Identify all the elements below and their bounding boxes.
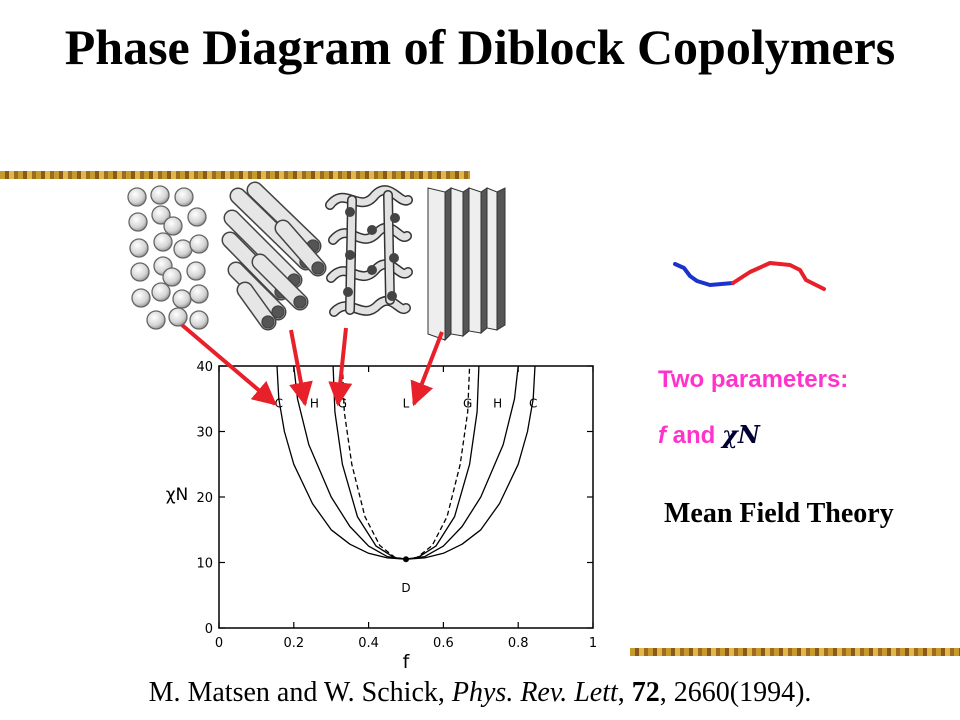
decorative-rule-bottom xyxy=(630,648,960,656)
gyroid-morphology-icon xyxy=(325,185,413,322)
phase-boundaries xyxy=(276,365,536,563)
y-axis-ticks: 0 10 20 30 40 xyxy=(196,360,593,637)
region-label: D xyxy=(401,581,410,595)
citation-authors: M. Matsen and W. Schick, xyxy=(148,677,452,708)
y-tick-label: 30 xyxy=(196,426,213,441)
region-label: C xyxy=(275,396,283,410)
arrow-spheres xyxy=(180,323,277,406)
parameters-heading: Two parameters: xyxy=(658,366,849,393)
decorative-rule-top xyxy=(0,171,470,179)
x-tick-label: 0.6 xyxy=(433,636,454,651)
param-f: f xyxy=(658,422,666,449)
param-n: N xyxy=(737,420,760,449)
phase-boundary-curve xyxy=(405,365,519,560)
region-label: C xyxy=(529,396,537,410)
theory-label: Mean Field Theory xyxy=(664,498,894,529)
x-tick-label: 0.8 xyxy=(508,636,529,651)
phase-boundary-curve xyxy=(341,365,407,560)
spheres-morphology-icon xyxy=(127,185,209,330)
region-label: L xyxy=(403,396,410,410)
x-tick-label: 1 xyxy=(589,636,597,651)
phase-boundary-curve xyxy=(405,365,471,560)
morphology-arrows xyxy=(180,323,444,407)
citation-rest: , 2660(1994). xyxy=(659,677,812,708)
param-and: and xyxy=(672,422,716,449)
region-label: H xyxy=(310,396,319,410)
citation-sep: , xyxy=(617,677,632,708)
region-label: H xyxy=(493,396,502,410)
phase-boundary-curve xyxy=(276,365,407,560)
arrow-lamellae xyxy=(410,331,444,407)
param-chi: χ xyxy=(722,420,738,449)
critical-point xyxy=(403,556,409,563)
citation: M. Matsen and W. Schick, Phys. Rev. Lett… xyxy=(0,677,960,709)
parameters-list: f and χN xyxy=(658,420,760,450)
x-tick-label: 0.2 xyxy=(283,636,304,651)
y-tick-label: 20 xyxy=(196,491,213,506)
x-tick-label: 0.4 xyxy=(358,636,379,651)
phase-boundary-curve xyxy=(293,365,407,560)
phase-boundary-curve xyxy=(405,365,536,560)
arrow-cylinders xyxy=(289,329,313,407)
x-axis-label: f xyxy=(403,651,411,673)
lamellae-morphology-icon xyxy=(427,187,506,342)
slide-title: Phase Diagram of Diblock Copolymers xyxy=(64,19,896,75)
diblock-chain-icon xyxy=(673,261,826,291)
arrow-gyroid xyxy=(328,327,353,407)
x-tick-label: 0 xyxy=(215,636,223,651)
y-tick-label: 0 xyxy=(205,622,213,637)
cylinders-morphology-icon xyxy=(221,181,327,331)
y-axis-label: χN xyxy=(166,485,189,505)
y-tick-label: 10 xyxy=(196,557,213,572)
citation-volume: 72 xyxy=(631,677,660,708)
phase-boundary-curve xyxy=(332,365,407,560)
region-label: G xyxy=(463,396,472,410)
y-tick-label: 40 xyxy=(196,360,213,375)
citation-journal: Phys. Rev. Lett xyxy=(451,677,618,708)
